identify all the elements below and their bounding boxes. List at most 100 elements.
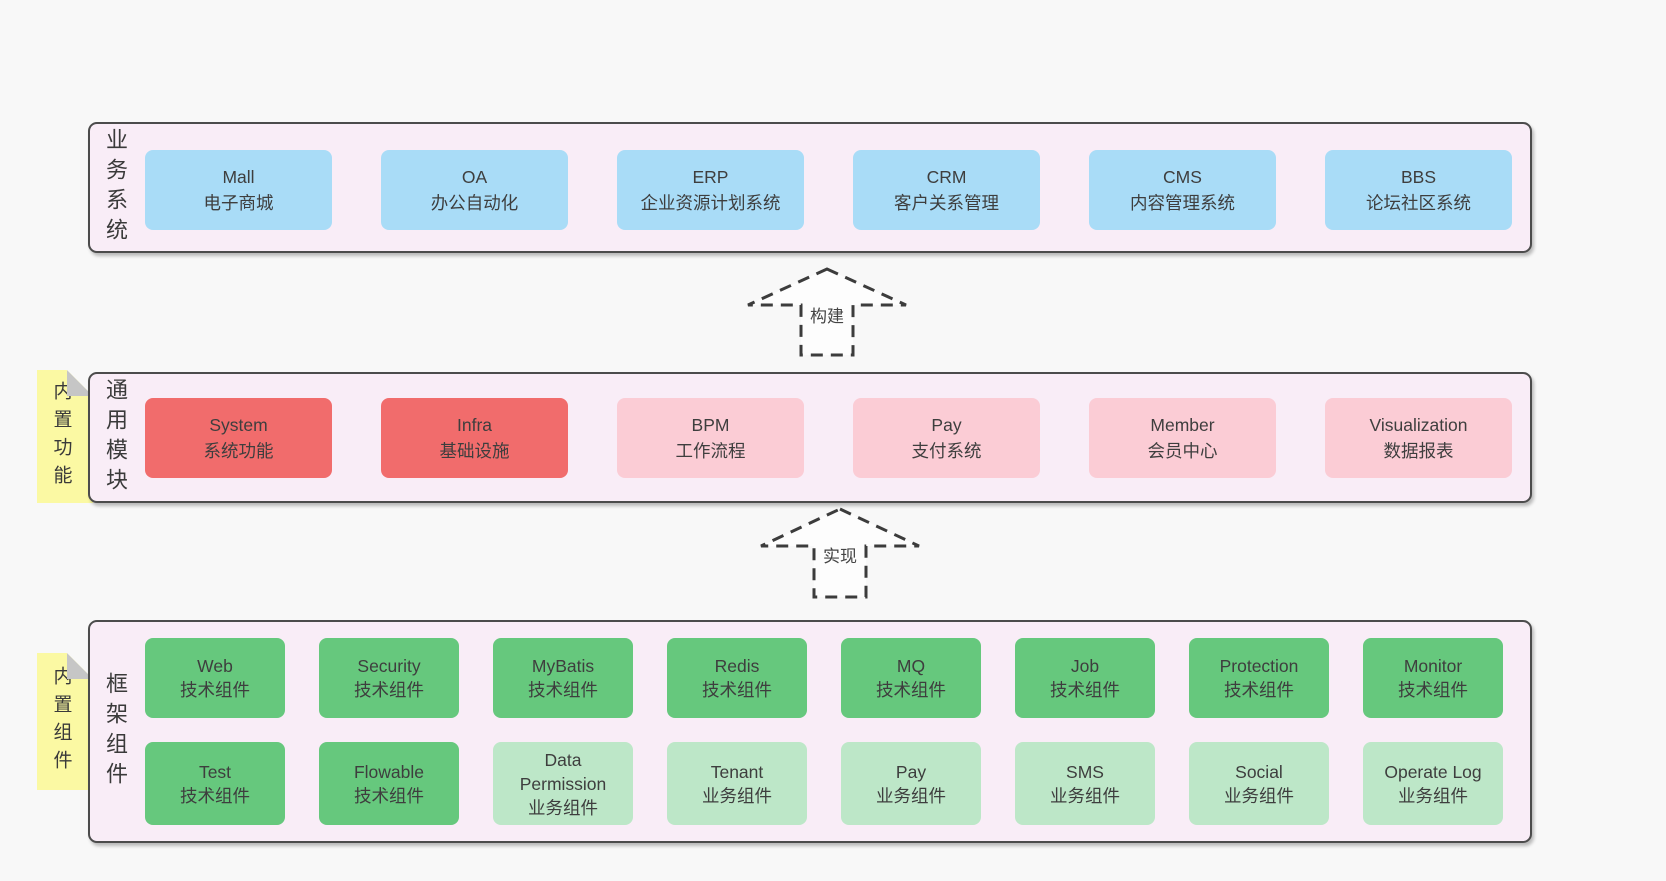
box-subtitle: 技术组件: [354, 680, 424, 700]
box-title: Flowable: [353, 761, 425, 782]
build-arrow: 构建: [742, 266, 912, 358]
box-subtitle: 电子商城: [203, 193, 274, 213]
box-subtitle: 企业资源计划系统: [640, 193, 781, 213]
box-subtitle: 基础设施: [439, 441, 510, 461]
box-data-permission: Data Permission 业务组件: [493, 742, 633, 825]
box-subtitle: 技术组件: [1398, 680, 1468, 700]
box-pay-system: Pay 支付系统: [853, 398, 1040, 478]
box-subtitle: 技术组件: [876, 680, 946, 700]
box-mall: Mall 电子商城: [145, 150, 332, 230]
box-social: Social 业务组件: [1189, 742, 1329, 825]
box-title: Redis: [714, 656, 760, 676]
box-tenant: Tenant 业务组件: [667, 742, 807, 825]
box-title: SMS: [1066, 761, 1104, 782]
box-title: Social: [1235, 761, 1283, 782]
box-subtitle: 技术组件: [354, 785, 424, 806]
implement-arrow: 实现: [755, 506, 925, 600]
box-crm: CRM 客户关系管理: [853, 150, 1040, 230]
box-title: Infra: [456, 415, 493, 435]
panel-business-systems: 业务系统 Mall 电子商城 OA 办公自动化 ERP 企业资源计划系统 CRM…: [88, 122, 1532, 253]
box-title: Protection: [1219, 656, 1299, 676]
box-subtitle: 办公自动化: [430, 193, 519, 213]
panel-framework-components: 框架组件 Web 技术组件 Security 技术组件 MyBatis 技术组件…: [88, 620, 1532, 843]
components-box-row-2: Test 技术组件 Flowable 技术组件 Data Permission …: [145, 742, 1503, 825]
box-infra: Infra 基础设施: [381, 398, 568, 478]
box-subtitle: 业务组件: [702, 785, 772, 806]
build-arrow-label: 构建: [807, 302, 847, 327]
panel-label-common-modules: 通用模块: [103, 377, 128, 498]
box-web: Web 技术组件: [145, 638, 285, 718]
box-operate-log: Operate Log 业务组件: [1363, 742, 1503, 825]
box-title: Job: [1070, 656, 1100, 676]
box-title: ERP: [692, 167, 729, 187]
box-title: MyBatis: [531, 656, 595, 676]
box-bpm: BPM 工作流程: [617, 398, 804, 478]
box-cms: CMS 内容管理系统: [1089, 150, 1276, 230]
box-test: Test 技术组件: [145, 742, 285, 825]
panel-label-business-systems: 业务系统: [103, 127, 128, 248]
box-subtitle: 系统功能: [203, 441, 274, 461]
box-visualization: Visualization 数据报表: [1325, 398, 1512, 478]
box-redis: Redis 技术组件: [667, 638, 807, 718]
box-title: Web: [197, 656, 233, 676]
note-text: 内置组件: [50, 665, 72, 778]
box-subtitle: 业务组件: [528, 797, 598, 818]
implement-arrow-label: 实现: [820, 542, 860, 567]
box-sms: SMS 业务组件: [1015, 742, 1155, 825]
box-mybatis: MyBatis 技术组件: [493, 638, 633, 718]
sticky-note-builtin-components: 内置组件: [37, 653, 93, 790]
box-title: Test: [198, 761, 232, 782]
box-subtitle: 数据报表: [1383, 441, 1454, 461]
box-title: System: [209, 415, 268, 435]
box-subtitle: 技术组件: [180, 680, 250, 700]
box-title: BPM: [691, 415, 730, 435]
box-job: Job 技术组件: [1015, 638, 1155, 718]
box-member: Member 会员中心: [1089, 398, 1276, 478]
box-system: System 系统功能: [145, 398, 332, 478]
box-subtitle: 支付系统: [911, 441, 982, 461]
sticky-note-builtin-features: 内置功能: [37, 370, 93, 503]
box-subtitle: 会员中心: [1147, 441, 1218, 461]
box-subtitle: 内容管理系统: [1130, 193, 1235, 213]
box-title: Operate Log: [1384, 761, 1482, 782]
box-pay-component: Pay 业务组件: [841, 742, 981, 825]
box-mq: MQ 技术组件: [841, 638, 981, 718]
box-title: OA: [461, 167, 488, 187]
box-title: Pay: [931, 415, 962, 435]
box-title: CRM: [926, 167, 967, 187]
box-title: Visualization: [1369, 415, 1468, 435]
box-subtitle: 技术组件: [702, 680, 772, 700]
box-erp: ERP 企业资源计划系统: [617, 150, 804, 230]
box-title: Data Permission: [519, 749, 607, 794]
box-subtitle: 技术组件: [1050, 680, 1120, 700]
components-box-row-1: Web 技术组件 Security 技术组件 MyBatis 技术组件 Redi…: [145, 638, 1503, 718]
box-monitor: Monitor 技术组件: [1363, 638, 1503, 718]
box-title: Security: [357, 656, 421, 676]
box-subtitle: 论坛社区系统: [1366, 193, 1471, 213]
box-title: CMS: [1163, 167, 1202, 187]
business-box-row: Mall 电子商城 OA 办公自动化 ERP 企业资源计划系统 CRM 客户关系…: [145, 150, 1512, 230]
box-subtitle: 业务组件: [1398, 785, 1468, 806]
box-subtitle: 工作流程: [675, 441, 746, 461]
box-security: Security 技术组件: [319, 638, 459, 718]
box-subtitle: 客户关系管理: [894, 193, 999, 213]
panel-common-modules: 通用模块 System 系统功能 Infra 基础设施 BPM 工作流程 Pay…: [88, 372, 1532, 503]
box-subtitle: 业务组件: [1224, 785, 1294, 806]
note-text: 内置功能: [50, 380, 72, 493]
box-title: Mall: [222, 167, 255, 187]
box-subtitle: 业务组件: [876, 785, 946, 806]
box-oa: OA 办公自动化: [381, 150, 568, 230]
box-subtitle: 技术组件: [180, 785, 250, 806]
box-title: Pay: [895, 761, 927, 782]
box-subtitle: 技术组件: [1224, 680, 1294, 700]
box-title: Member: [1150, 415, 1215, 435]
modules-box-row: System 系统功能 Infra 基础设施 BPM 工作流程 Pay 支付系统…: [145, 398, 1512, 478]
box-subtitle: 业务组件: [1050, 785, 1120, 806]
panel-label-framework-components: 框架组件: [103, 671, 128, 792]
box-flowable: Flowable 技术组件: [319, 742, 459, 825]
box-bbs: BBS 论坛社区系统: [1325, 150, 1512, 230]
box-protection: Protection 技术组件: [1189, 638, 1329, 718]
box-title: MQ: [896, 656, 926, 676]
box-title: Monitor: [1403, 656, 1463, 676]
